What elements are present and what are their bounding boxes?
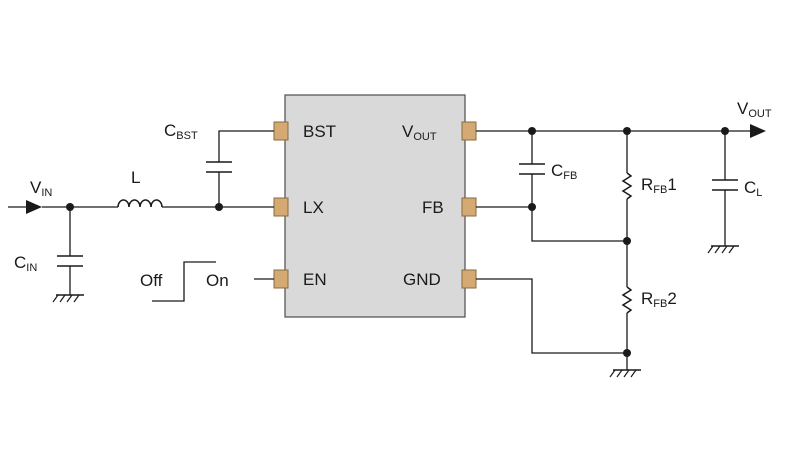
- inductor-l: [117, 199, 163, 208]
- vin-arrow-icon: [26, 200, 42, 214]
- vout-output-label: VOUT: [737, 99, 772, 120]
- resistor-rfb2: [621, 286, 633, 314]
- vout-arrow-icon: [750, 124, 766, 138]
- en-on-label: On: [206, 271, 229, 290]
- cfb-label: CFB: [551, 161, 577, 182]
- cin-ground-icon: [52, 294, 85, 303]
- en-step-waveform-icon: [152, 261, 216, 302]
- ic-chip-body: [284, 94, 466, 318]
- pin-label-vout: VOUT: [402, 122, 437, 143]
- pin-pad-bst: [273, 121, 289, 141]
- output-ground-icon: [609, 369, 642, 378]
- cbst-label: CBST: [164, 121, 198, 142]
- gnd-wire: [476, 278, 627, 354]
- cl-label: CL: [744, 178, 762, 199]
- cin-label: CIN: [14, 253, 37, 274]
- cl-ground-icon: [707, 245, 740, 254]
- rfb1-label: RFB1: [641, 175, 677, 196]
- pin-label-lx: LX: [303, 198, 324, 217]
- pin-pad-fb: [461, 197, 477, 217]
- pin-pad-lx: [273, 197, 289, 217]
- cbst-wire-bst: [218, 130, 274, 162]
- pin-label-bst: BST: [303, 122, 336, 141]
- inductor-label: L: [131, 168, 140, 187]
- vin-label: VIN: [30, 178, 52, 199]
- pin-label-fb: FB: [422, 198, 444, 217]
- rfb2-label: RFB2: [641, 289, 677, 310]
- fb-divider-wire: [531, 207, 627, 242]
- pin-pad-en: [273, 269, 289, 289]
- en-off-label: Off: [140, 271, 163, 290]
- pin-label-gnd: GND: [403, 270, 441, 289]
- pin-label-en: EN: [303, 270, 327, 289]
- resistor-rfb1: [621, 172, 633, 200]
- pin-pad-gnd: [461, 269, 477, 289]
- pin-pad-vout: [461, 121, 477, 141]
